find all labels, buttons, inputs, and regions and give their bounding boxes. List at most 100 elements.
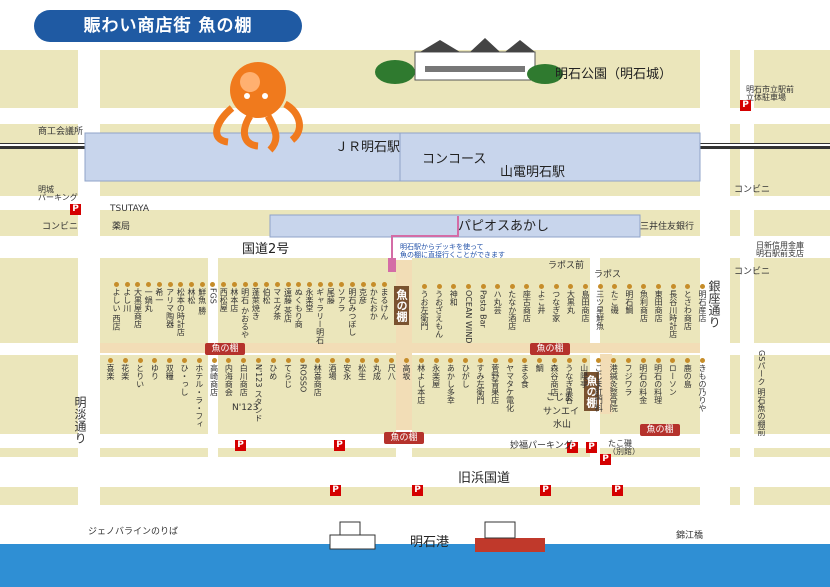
shop-name[interactable]: 明石鯛 [624, 290, 634, 314]
shop-name[interactable]: 林本店 [229, 288, 239, 312]
shop-name[interactable]: 港鍼灸整骨院 [609, 364, 619, 412]
shop-name[interactable]: 双糧 [165, 364, 175, 380]
shop-name[interactable]: ヤマタケ電化 [505, 364, 515, 412]
shop-name[interactable]: 松生 [357, 364, 367, 380]
shop-name[interactable]: 希一 [154, 288, 164, 304]
shop-name[interactable]: よし川 [122, 288, 132, 312]
shop-name[interactable]: ギャラリー明石 [315, 288, 325, 344]
shop-name[interactable]: 尾藤 [326, 288, 336, 304]
shop-marker [285, 358, 291, 363]
shop-name[interactable]: 長谷川時計店 [668, 290, 678, 338]
port-label: 明石港 [410, 535, 450, 550]
shop-name[interactable]: 酒場 [328, 364, 337, 380]
shop-marker [640, 358, 646, 363]
shop-name[interactable]: ソアラ [337, 288, 347, 312]
shop-name[interactable]: 明石産店 [698, 290, 707, 322]
shop-marker [389, 358, 395, 363]
shop-name[interactable]: 林よし本店 [416, 364, 426, 404]
shop-name[interactable]: 白川商店 [239, 364, 249, 396]
shop-name[interactable]: とりい [135, 364, 145, 388]
shop-marker [553, 284, 559, 289]
shop-name[interactable]: ハ丸芸 [493, 290, 503, 314]
shop-name[interactable]: あかし多幸 [446, 364, 456, 404]
shop-name[interactable]: 一鍋丸 [144, 288, 154, 312]
shop-name[interactable]: 遠藤 茶店 [283, 288, 293, 323]
shop-name[interactable]: てらじ [283, 364, 293, 388]
shop-name[interactable]: 神和 [449, 290, 459, 306]
shop-name[interactable]: 林松 [187, 288, 197, 304]
shop-name[interactable]: ひがし [461, 364, 471, 388]
park-label: 明石公園（明石城） [555, 67, 673, 82]
shop-marker [226, 358, 232, 363]
shop-name[interactable]: ぬくもり商 [294, 288, 304, 328]
shop-name[interactable]: 大黒丸 [566, 290, 576, 314]
mizuyama-label: 水山 [553, 420, 572, 430]
shop-name[interactable]: 丸成 [372, 364, 382, 380]
shop-name[interactable]: 明石みつぼし [347, 288, 357, 336]
shop-name[interactable]: 永楽屋 [431, 364, 441, 388]
shop-name[interactable]: ROSSO [298, 364, 308, 393]
shop-name[interactable]: アリマ陶器 [165, 288, 175, 328]
shop-name[interactable]: 安永 [342, 364, 352, 380]
shop-name[interactable]: まるけん [380, 288, 389, 320]
shop-name[interactable]: 永楽堂 [304, 288, 314, 312]
shop-name[interactable]: 菅野青果店 [490, 364, 500, 404]
shop-name[interactable]: よこ井 [537, 290, 547, 314]
shop-name[interactable]: 西松屋 [219, 288, 229, 312]
shop-name[interactable]: 内海商会 [224, 364, 234, 396]
shop-name[interactable]: 明石の料金 [638, 364, 648, 404]
shop-name[interactable]: 島田商店 [580, 290, 590, 322]
shop-name[interactable]: ローソン [668, 364, 678, 396]
shop-marker [317, 282, 323, 287]
shop-name[interactable]: 明石の料理 [653, 364, 663, 404]
shop-name[interactable]: うお左衛門 [420, 290, 429, 330]
shop-name[interactable]: 森谷商店 [550, 364, 559, 396]
shop-name[interactable]: OCEAN WIND [463, 290, 473, 344]
nikko-label: 日新信用金庫 明石駅前支店 [756, 241, 804, 258]
shop-name[interactable]: 鮮魚 勝 [197, 288, 207, 315]
shop-name[interactable]: 高坂 [402, 364, 411, 380]
shop-marker [436, 284, 442, 289]
shop-name[interactable]: 尺八 [387, 364, 397, 380]
shop-name[interactable]: 林喜商店 [313, 364, 323, 396]
shop-name[interactable]: FGS [208, 288, 218, 304]
shop-name[interactable]: うおざえもん [434, 290, 444, 338]
shop-name[interactable]: 座古商店 [522, 290, 532, 322]
shop-name[interactable]: まる食 [520, 364, 530, 388]
shop-name[interactable]: 三ツ星鮮魚 [595, 290, 605, 330]
shop-name[interactable]: きもの乃りや [698, 364, 707, 412]
shop-name[interactable]: 明石 かおるや [240, 288, 250, 339]
shop-name[interactable]: 花楽 [120, 364, 130, 380]
shop-name[interactable]: N'123 スタンド [254, 364, 263, 422]
shop-name[interactable]: 克彦 [358, 288, 368, 304]
shop-name[interactable]: 鹿の島 [683, 364, 693, 388]
shop-name[interactable]: マエダ茶 [272, 288, 282, 320]
shop-name[interactable]: よしい 西店 [112, 288, 121, 331]
shop-name[interactable]: フジワラ [624, 364, 633, 396]
shop-name[interactable]: 山陽亭 [579, 364, 589, 388]
shop-name[interactable]: ホテル・ラ・フィ [194, 364, 204, 428]
shop-name[interactable]: たこ磯 [610, 290, 620, 314]
shop-name[interactable]: とさわ商店 [683, 290, 693, 330]
shop-name[interactable]: かたおか [369, 288, 379, 320]
shop-name[interactable]: 伯松 [262, 288, 272, 304]
shop-name[interactable]: 大黒屋商店 [133, 288, 143, 328]
shop-name[interactable]: 松本の時計店 [176, 288, 186, 336]
shop-name[interactable]: ひ・っし [180, 364, 189, 396]
shop-name[interactable]: 東田商店 [654, 290, 664, 322]
shop-name[interactable]: Pasta Bar [478, 290, 488, 328]
shop-name[interactable]: ゆり [150, 364, 160, 380]
shop-name[interactable]: 魚利商店 [639, 290, 649, 322]
shop-name[interactable]: すみ左衛門 [476, 364, 485, 404]
shop-name[interactable]: 高崎商店 [209, 364, 219, 396]
shop-name[interactable]: ひめ [268, 364, 278, 380]
shop-name[interactable]: 蓬萊焼き [251, 288, 261, 320]
shop-name[interactable]: つなぎ家 [551, 290, 561, 322]
shop-name[interactable]: 喜楽 [106, 364, 115, 380]
shop-name[interactable]: うなぎ黒谷 [564, 364, 574, 404]
shop-marker [344, 358, 350, 363]
shop-name[interactable]: 鯛 [535, 364, 545, 372]
shop-name[interactable]: こじま肛門科 [594, 364, 604, 412]
shop-name[interactable]: たなか酒店 [507, 290, 517, 330]
